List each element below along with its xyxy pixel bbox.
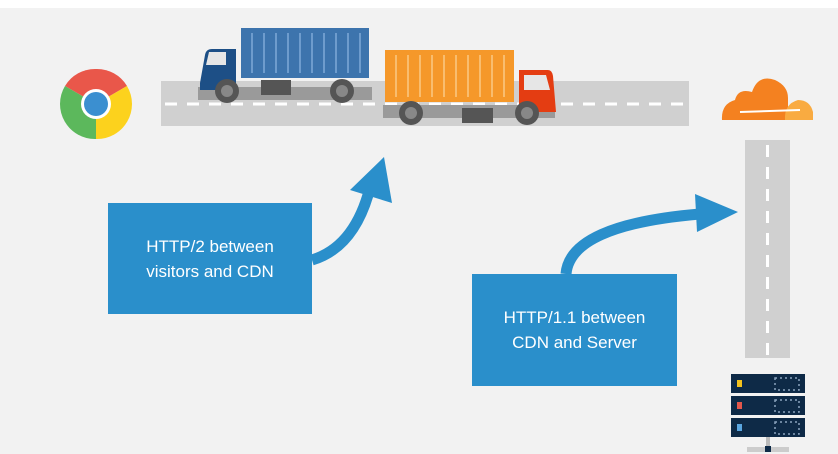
orange-truck-icon: [383, 50, 556, 125]
server-icon: [731, 374, 805, 452]
vertical-road: [745, 140, 790, 358]
chrome-icon: [60, 68, 132, 140]
arrow-to-road: [310, 157, 392, 266]
box-line-2: visitors and CDN: [146, 261, 274, 281]
cloudflare-cloud-icon: [721, 78, 813, 120]
http2-visitors-cdn-box: HTTP/2 between visitors and CDN: [108, 203, 312, 314]
arrow-to-server-road: [560, 194, 738, 275]
blue-truck-icon: [198, 28, 372, 103]
http11-cdn-server-box: HTTP/1.1 between CDN and Server: [472, 274, 677, 386]
box-line-1: HTTP/1.1 between: [503, 308, 646, 327]
box-line-2: CDN and Server: [512, 333, 637, 352]
box-line-1: HTTP/2 between: [146, 236, 274, 256]
